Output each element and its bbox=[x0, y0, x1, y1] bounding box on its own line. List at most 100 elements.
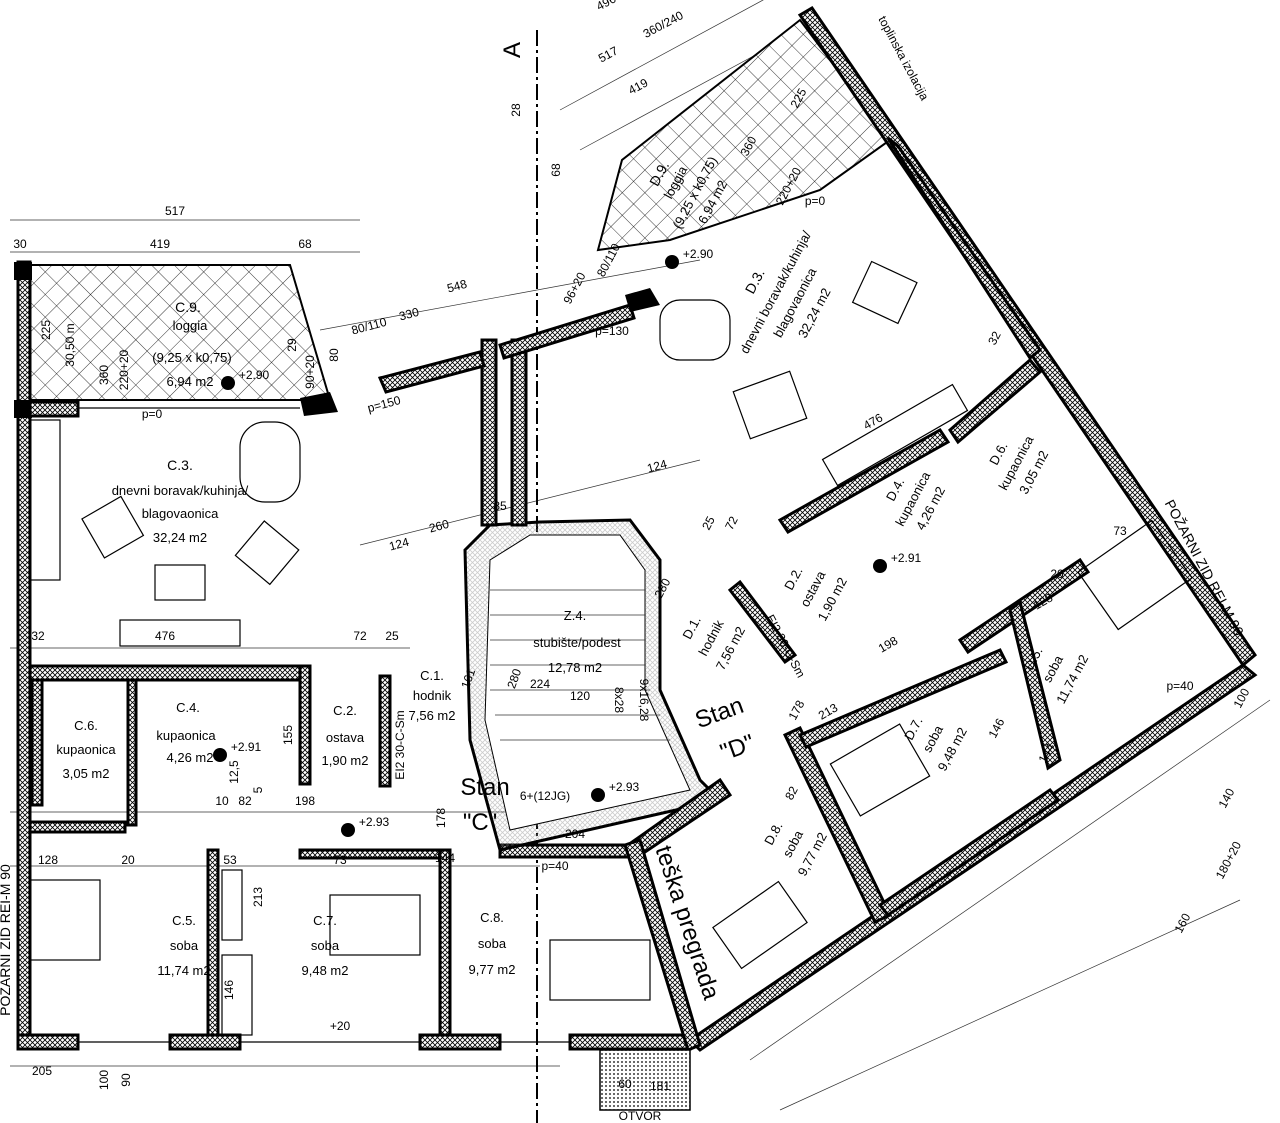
dimension-label: 20 bbox=[1050, 567, 1064, 581]
dimension-label: 30,50 m bbox=[63, 323, 77, 366]
dimension-label: 32 bbox=[985, 329, 1004, 348]
dimension-label: 128 bbox=[38, 853, 58, 867]
level-value: +2.93 bbox=[609, 780, 640, 794]
dimension-label: p=0 bbox=[142, 407, 163, 421]
room-c7: C.7. soba 9,48 m2 bbox=[302, 913, 349, 978]
dimension-label: 140 bbox=[1216, 786, 1238, 811]
level-value: +2.91 bbox=[231, 740, 262, 754]
room-id: C.7. bbox=[313, 913, 337, 928]
dimension-label: 496 bbox=[594, 0, 619, 13]
dimension-label: 90+20 bbox=[303, 355, 317, 389]
opening-label: OTVOR bbox=[619, 1109, 662, 1123]
level-value: +2.91 bbox=[891, 551, 922, 565]
dimension-label: 25 bbox=[699, 514, 718, 533]
dimension-label: 53 bbox=[223, 853, 237, 867]
room-id: C.8. bbox=[480, 910, 504, 925]
wall-c-bathrooms bbox=[28, 664, 312, 682]
dimension-label: 82 bbox=[238, 794, 252, 808]
dimension-label: 146 bbox=[222, 980, 236, 1000]
room-c6: C.6. kupaonica 3,05 m2 bbox=[56, 718, 116, 781]
dimension-label: 330 bbox=[397, 305, 420, 324]
dimension-label: 120 bbox=[570, 689, 590, 703]
level-marker-icon bbox=[665, 255, 679, 269]
level-marker-icon bbox=[221, 376, 235, 390]
dimension-label: 280 bbox=[504, 667, 524, 691]
room-name: ostava bbox=[326, 730, 365, 745]
dimension-label: 224 bbox=[530, 677, 550, 691]
room-id: C.6. bbox=[74, 718, 98, 733]
room-name: soba bbox=[478, 936, 507, 951]
dimension-label: 476 bbox=[155, 629, 175, 643]
dimension-label: 517 bbox=[596, 43, 621, 65]
dimension-label: 73 bbox=[333, 853, 347, 867]
stair-id: Z.4. bbox=[564, 608, 586, 623]
dimension-label: 178 bbox=[434, 808, 448, 828]
room-area: 1,90 m2 bbox=[322, 753, 369, 768]
fire-wall-left-label: POŽARNI ZID REI-M 90 bbox=[0, 864, 13, 1016]
dimension-label: 29 bbox=[285, 338, 299, 352]
dimension-label: 419 bbox=[626, 75, 651, 97]
room-d1: D.1. hodnik 7,56 m2 bbox=[679, 614, 748, 673]
level-marker-icon bbox=[591, 788, 605, 802]
room-name: soba bbox=[311, 938, 340, 953]
dimension-label: 225 bbox=[39, 320, 53, 340]
dimension-label: 90 bbox=[119, 1073, 133, 1087]
dimension-label: 180+20 bbox=[1213, 839, 1244, 882]
stair-area: 12,78 m2 bbox=[548, 660, 602, 675]
dimension-label: 100 bbox=[97, 1070, 111, 1090]
dimension-label: 68 bbox=[549, 163, 563, 177]
loggia-d9-tiles bbox=[596, 18, 892, 252]
dimension-label: 28 bbox=[509, 103, 523, 117]
room-c4: C.4. kupaonica 4,26 m2 bbox=[156, 700, 216, 765]
dimension-label: p=40 bbox=[1166, 679, 1193, 693]
dimension-label: 213 bbox=[251, 887, 265, 907]
level-markers: +2.90+2.91+2.93+2.93+2.91+2.90 bbox=[213, 247, 922, 837]
dimension-label: 204 bbox=[565, 827, 585, 841]
dimension-label: 30 bbox=[13, 237, 27, 251]
dimension-label: p=40 bbox=[541, 859, 568, 873]
room-name-2: blagovaonica bbox=[142, 506, 219, 521]
level-value: +2.90 bbox=[683, 247, 714, 261]
room-id: D.2. bbox=[781, 564, 805, 592]
room-c1: C.1. hodnik 7,56 m2 bbox=[409, 668, 456, 723]
room-id: C.2. bbox=[333, 703, 357, 718]
dimension-label: 205 bbox=[32, 1064, 52, 1078]
door-d-label: EI2 30-C-Sm bbox=[763, 612, 808, 680]
room-id: D.8. bbox=[761, 819, 785, 847]
room-area: 32,24 m2 bbox=[153, 530, 207, 545]
dimension-label: 80/110 bbox=[350, 315, 389, 338]
dimension-label: 260 bbox=[427, 517, 450, 536]
room-formula: (9,25 x k0,75) bbox=[152, 350, 232, 365]
apartment-d bbox=[596, 6, 1258, 1111]
room-name: soba bbox=[170, 938, 199, 953]
dimension-label: 72 bbox=[353, 629, 367, 643]
dimension-label: 25 bbox=[385, 629, 399, 643]
stair-steps-2: 8x28 bbox=[612, 687, 626, 713]
room-area: 11,74 m2 bbox=[157, 963, 210, 978]
level-value: +2.93 bbox=[359, 815, 390, 829]
dimension-label: 181 bbox=[650, 1079, 670, 1093]
room-id: D.1. bbox=[679, 614, 703, 642]
dimension-label: 220+20 bbox=[117, 349, 131, 390]
dimension-label: 360/240 bbox=[641, 8, 686, 41]
level-marker-icon bbox=[341, 823, 355, 837]
dimension-label: p=0 bbox=[805, 194, 826, 208]
opening-hatch bbox=[599, 1049, 691, 1111]
room-id: C.1. bbox=[420, 668, 444, 683]
dimension-label: 124 bbox=[387, 535, 410, 554]
room-name: kupaonica bbox=[56, 742, 116, 757]
dimension-label: 476 bbox=[861, 410, 886, 432]
fire-wall-left bbox=[16, 260, 32, 1049]
apartment-c-label: Stan bbox=[460, 774, 509, 801]
dimension-label: 419 bbox=[150, 237, 170, 251]
room-name: kupaonica bbox=[156, 728, 216, 743]
room-id: C.9. bbox=[175, 299, 201, 315]
stair-core bbox=[377, 303, 733, 861]
dimension-label: 144 bbox=[435, 851, 455, 865]
level-marker-icon bbox=[213, 748, 227, 762]
stair-steps-1: 9x16,28 bbox=[637, 679, 651, 722]
room-d3: D.3. dnevni boravak/kuhinja/ blagovaonic… bbox=[737, 228, 834, 356]
room-area: 4,26 m2 bbox=[167, 750, 214, 765]
room-d6: D.6. kupaonica 3,05 m2 bbox=[986, 433, 1051, 497]
